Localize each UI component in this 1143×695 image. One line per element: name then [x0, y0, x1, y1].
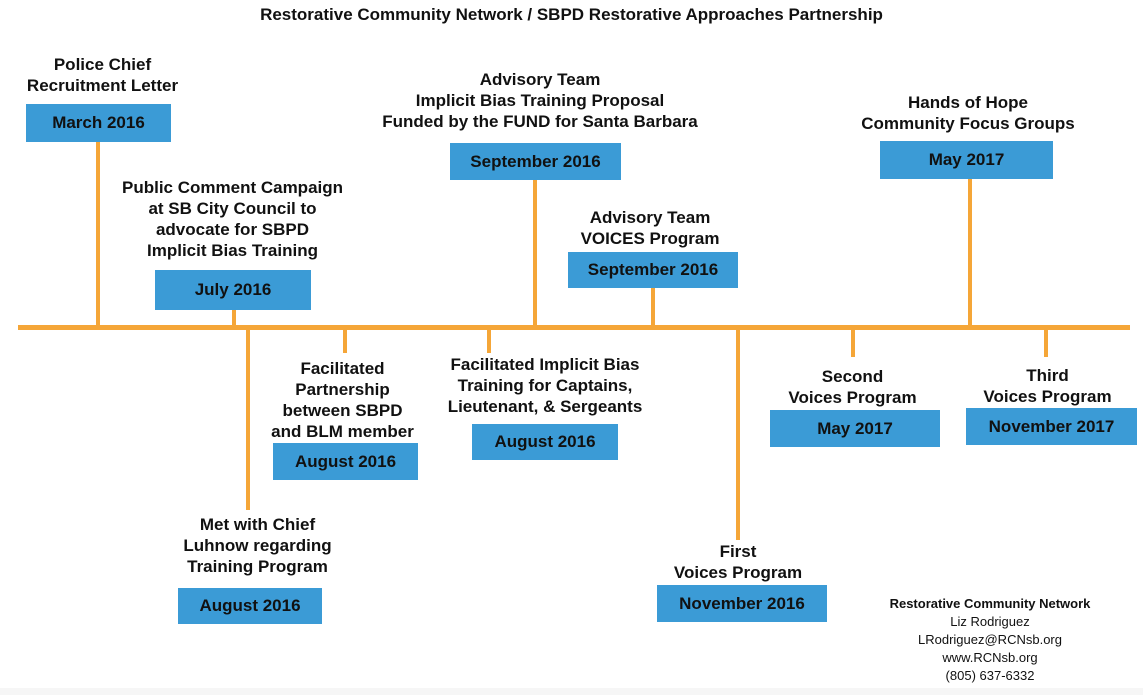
connector-september-2016-voices: [651, 288, 655, 328]
event-date-august-2016-training: August 2016: [472, 424, 618, 460]
connector-august-2016-chief: [246, 327, 250, 510]
timeline-axis: [18, 325, 1130, 330]
event-label-september-2016-proposal: Advisory Team Implicit Bias Training Pro…: [382, 70, 698, 131]
connector-november-2016: [736, 327, 740, 540]
event-label-november-2017: Third Voices Program: [983, 366, 1112, 406]
event-label-november-2016: First Voices Program: [673, 542, 803, 582]
event-label-july-2016: Public Comment Campaign at SB City Counc…: [121, 178, 344, 260]
contact-website: www.RCNsb.org: [942, 650, 1038, 665]
connector-november-2017: [1044, 327, 1048, 357]
event-label-may-2017-second: Second Voices Program: [788, 367, 917, 407]
event-date-august-2016-blm: August 2016: [273, 443, 418, 480]
event-date-july-2016: July 2016: [155, 270, 311, 310]
event-label-may-2017-hope: Hands of Hope Community Focus Groups: [861, 93, 1075, 133]
connector-august-2016-training: [487, 327, 491, 353]
event-date-november-2017: November 2017: [966, 408, 1137, 445]
connector-may-2017-hope: [968, 179, 972, 328]
contact-block: Restorative Community Network Liz Rodrig…: [850, 595, 1130, 685]
event-date-may-2017-hope: May 2017: [880, 141, 1053, 179]
event-label-august-2016-chief: Met with Chief Luhnow regarding Training…: [183, 515, 332, 576]
event-date-september-2016-proposal: September 2016: [450, 143, 621, 180]
connector-march-2016: [96, 142, 100, 328]
contact-name: Liz Rodriguez: [950, 614, 1030, 629]
contact-phone: (805) 637-6332: [945, 668, 1035, 683]
connector-july-2016: [232, 310, 236, 330]
page-title: Restorative Community Network / SBPD Res…: [260, 5, 883, 24]
bottom-edge: [0, 688, 1143, 695]
connector-may-2017-second: [851, 327, 855, 357]
event-date-august-2016-chief: August 2016: [178, 588, 322, 624]
event-label-march-2016: Police Chief Recruitment Letter: [26, 55, 179, 95]
event-date-november-2016: November 2016: [657, 585, 827, 622]
event-date-march-2016: March 2016: [26, 104, 171, 142]
event-label-august-2016-blm: Facilitated Partnership between SBPD and…: [271, 359, 414, 441]
event-label-august-2016-training: Facilitated Implicit Bias Training for C…: [447, 355, 643, 416]
event-date-september-2016-voices: September 2016: [568, 252, 738, 288]
connector-august-2016-blm: [343, 327, 347, 353]
event-label-september-2016-voices: Advisory Team VOICES Program: [580, 208, 720, 248]
contact-email: LRodriguez@RCNsb.org: [918, 632, 1062, 647]
connector-september-2016-proposal: [533, 180, 537, 328]
contact-org: Restorative Community Network: [889, 596, 1091, 611]
event-date-may-2017-second: May 2017: [770, 410, 940, 447]
